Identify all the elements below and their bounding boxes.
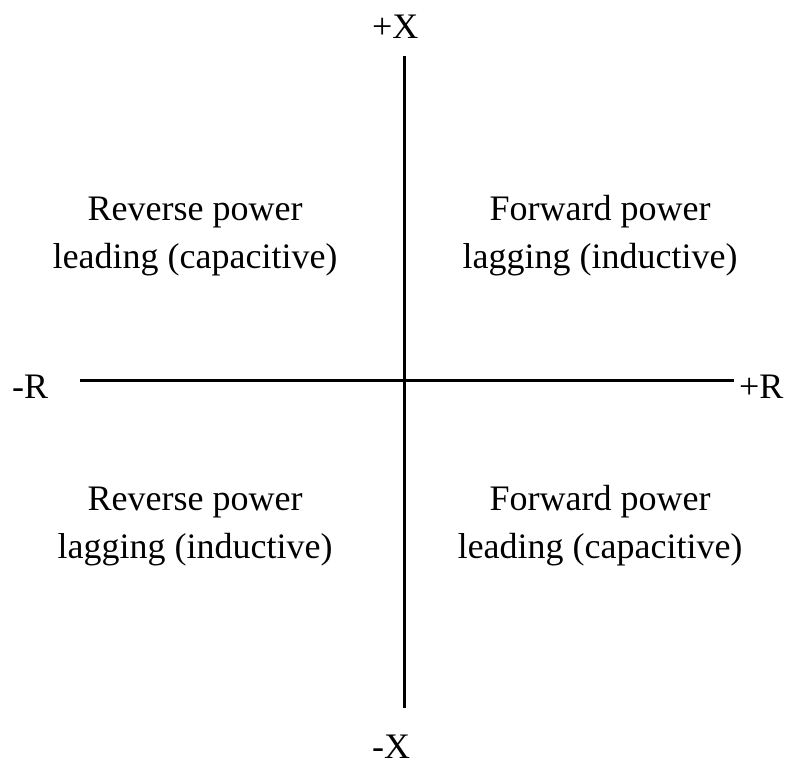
quadrant-lower-left-line2: lagging (inductive): [57, 526, 333, 566]
quadrant-upper-right-line1: Forward power: [489, 188, 711, 228]
horizontal-axis-line: [80, 379, 734, 382]
positive-x-label: +X: [372, 6, 419, 46]
quadrant-upper-right: Forward power lagging (inductive): [430, 184, 770, 280]
quadrant-upper-left-line2: leading (capacitive): [52, 236, 338, 276]
quadrant-lower-left: Reverse power lagging (inductive): [20, 474, 370, 570]
quadrant-upper-right-line2: lagging (inductive): [462, 236, 738, 276]
quadrant-lower-right: Forward power leading (capacitive): [430, 474, 770, 570]
quadrant-lower-right-line1: Forward power: [489, 478, 711, 518]
vertical-axis-line: [403, 56, 406, 708]
negative-r-label: -R: [12, 366, 48, 406]
negative-x-label: -X: [372, 726, 410, 766]
quadrant-upper-left-line1: Reverse power: [87, 188, 303, 228]
quadrant-lower-left-line1: Reverse power: [87, 478, 303, 518]
quadrant-upper-left: Reverse power leading (capacitive): [20, 184, 370, 280]
positive-r-label: +R: [739, 366, 784, 406]
quadrant-lower-right-line2: leading (capacitive): [457, 526, 743, 566]
